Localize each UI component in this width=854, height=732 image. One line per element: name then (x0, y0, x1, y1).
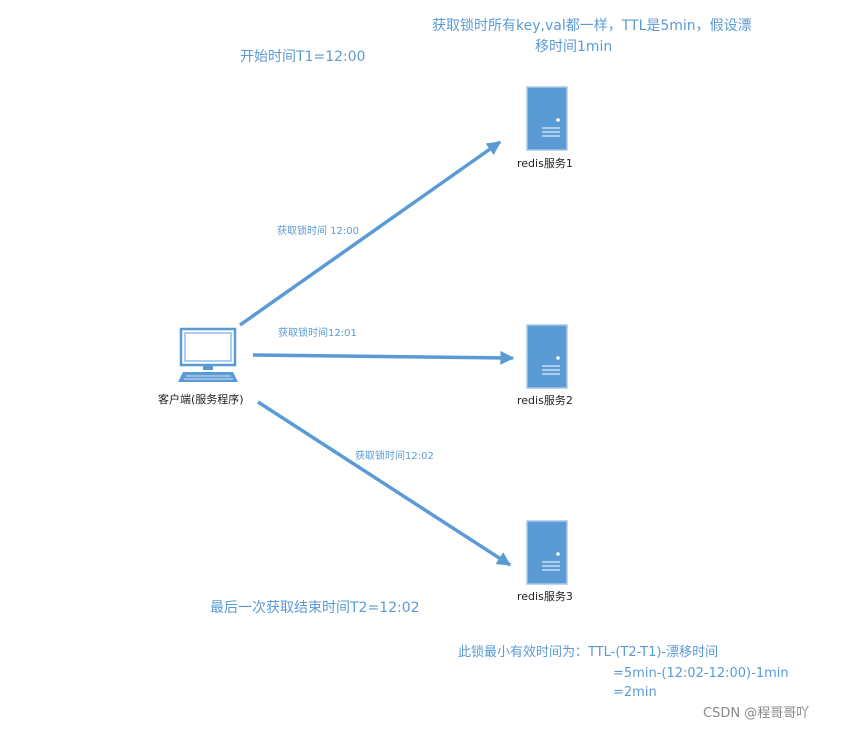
arrow-label-redis-1: 获取锁时间 12:00 (277, 226, 359, 237)
start-time-note: 开始时间T1=12:00 (240, 49, 366, 65)
lock-info-note-line-1: 获取锁时所有key,val都一样，TTL是5min，假设漂 (432, 18, 752, 34)
min-valid-note-line-2: =5min-(12:02-12:00)-1min (613, 666, 789, 681)
min-valid-note-line-3: =2min (613, 685, 657, 700)
server-tower-icon (526, 520, 568, 585)
desktop-computer-icon (178, 327, 238, 382)
arrow-to-redis-1 (238, 140, 502, 327)
server-label-redis-1: redis服务1 (517, 157, 573, 170)
client-label: 客户端(服务程序) (158, 393, 244, 406)
watermark: CSDN @程哥哥吖 (703, 706, 810, 721)
server-label-redis-3: redis服务3 (517, 590, 573, 603)
min-valid-note-line-1: 此锁最小有效时间为：TTL-(T2-T1)-漂移时间 (458, 645, 719, 660)
lock-info-note-line-2: 移时间1min (535, 39, 613, 55)
server-tower-icon (526, 86, 568, 151)
arrow-label-redis-3: 获取锁时间12:02 (355, 451, 434, 462)
end-time-note: 最后一次获取结束时间T2=12:02 (210, 600, 420, 616)
server-label-redis-2: redis服务2 (517, 394, 573, 407)
arrow-to-redis-2 (252, 350, 515, 365)
server-tower-icon (526, 324, 568, 389)
arrow-to-redis-3 (257, 400, 512, 567)
arrow-label-redis-2: 获取锁时间12:01 (278, 328, 357, 339)
